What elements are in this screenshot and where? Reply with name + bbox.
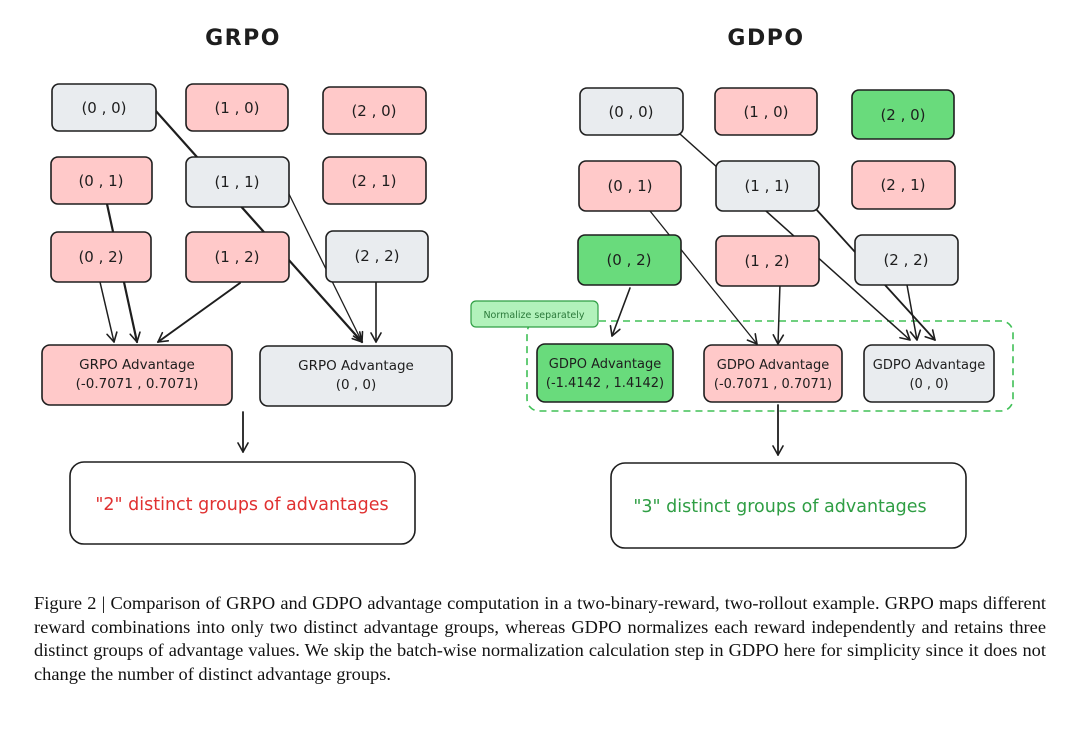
gdpo-advantage-box: GDPO Advantage (-0.7071 , 0.7071) xyxy=(703,344,843,403)
grpo-reward-label: (1 , 2) xyxy=(214,248,259,266)
gdpo-reward-box: (2 , 0) xyxy=(851,89,955,140)
grpo-reward-grid: (0 , 0) (1 , 0) (2 , 0) (0 , 1) (1 , 1) … xyxy=(50,83,429,283)
gdpo-panel: GDPO (0 , 0) (1 , 0) (2 , 0 xyxy=(470,26,1014,549)
gdpo-advantage-value: (0 , 0) xyxy=(909,377,948,392)
gdpo-advantage-box: GDPO Advantage (0 , 0) xyxy=(863,344,995,403)
figure-caption: Figure 2 | Comparison of GRPO and GDPO a… xyxy=(34,593,1046,684)
grpo-reward-box: (0 , 0) xyxy=(51,83,157,132)
grpo-reward-label: (2 , 0) xyxy=(351,102,396,120)
gdpo-arrow-22 xyxy=(906,284,922,341)
grpo-advantage-box: GRPO Advantage (0 , 0) xyxy=(259,345,453,407)
gdpo-result-text: "3" distinct groups of advantages xyxy=(633,497,926,517)
gdpo-advantage-value: (-0.7071 , 0.7071) xyxy=(714,377,832,392)
gdpo-advantage-name: GDPO Advantage xyxy=(549,357,661,372)
grpo-reward-label: (1 , 0) xyxy=(214,99,259,117)
gdpo-advantage-name: GDPO Advantage xyxy=(873,358,985,373)
gdpo-advantage-box: GDPO Advantage (-1.4142 , 1.4142) xyxy=(536,343,674,403)
grpo-arrows xyxy=(99,108,382,453)
grpo-arrow-00 xyxy=(153,108,364,344)
gdpo-reward-label: (0 , 1) xyxy=(607,177,652,195)
grpo-reward-box: (0 , 2) xyxy=(50,231,152,283)
gdpo-reward-label: (0 , 0) xyxy=(608,103,653,121)
gdpo-advantage-name: GDPO Advantage xyxy=(717,358,829,373)
grpo-reward-box: (1 , 2) xyxy=(185,231,290,283)
gdpo-reward-box: (1 , 2) xyxy=(715,235,820,287)
grpo-advantage-name: GRPO Advantage xyxy=(298,358,414,374)
gdpo-reward-label: (2 , 2) xyxy=(883,251,928,269)
grpo-reward-box: (1 , 0) xyxy=(185,83,289,132)
grpo-reward-box: (2 , 0) xyxy=(322,86,427,135)
gdpo-reward-box: (2 , 1) xyxy=(851,160,956,210)
gdpo-reward-label: (2 , 1) xyxy=(880,176,925,194)
normalize-label: Normalize separately xyxy=(470,300,599,328)
grpo-advantage-value: (0 , 0) xyxy=(336,377,377,393)
grpo-reward-box: (1 , 1) xyxy=(185,156,290,208)
normalize-frame xyxy=(526,320,1014,412)
grpo-reward-label: (0 , 0) xyxy=(81,99,126,117)
comparison-diagram: GRPO (0 , 0) (1 , 0) (2 , 0) xyxy=(41,26,1014,549)
grpo-reward-label: (0 , 2) xyxy=(78,248,123,266)
gdpo-reward-label: (1 , 0) xyxy=(743,103,788,121)
gdpo-reward-grid: (0 , 0) (1 , 0) (2 , 0) (0 , 1) (1 , 1) … xyxy=(577,87,959,287)
grpo-arrow-12 xyxy=(157,282,241,343)
gdpo-advantage-value: (-1.4142 , 1.4142) xyxy=(546,376,664,391)
grpo-title: GRPO xyxy=(205,26,281,51)
gdpo-reward-box: (1 , 0) xyxy=(714,87,818,136)
gdpo-reward-label: (1 , 1) xyxy=(744,177,789,195)
grpo-advantage-value: (-0.7071 , 0.7071) xyxy=(76,376,199,392)
grpo-arrow-02 xyxy=(99,281,118,343)
gdpo-reward-label: (0 , 2) xyxy=(606,251,651,269)
gdpo-title: GDPO xyxy=(727,26,804,51)
grpo-reward-label: (2 , 2) xyxy=(354,247,399,265)
gdpo-reward-box: (0 , 0) xyxy=(579,87,684,136)
gdpo-reward-label: (2 , 0) xyxy=(880,106,925,124)
grpo-result-text: "2" distinct groups of advantages xyxy=(95,495,388,515)
gdpo-result-box: "3" distinct groups of advantages xyxy=(610,462,967,549)
grpo-reward-label: (2 , 1) xyxy=(351,172,396,190)
gdpo-reward-box: (0 , 1) xyxy=(578,160,682,212)
grpo-panel: GRPO (0 , 0) (1 , 0) (2 , 0) xyxy=(41,26,453,545)
gdpo-reward-box: (2 , 2) xyxy=(854,234,959,286)
gdpo-arrow-01 xyxy=(649,210,758,345)
gdpo-reward-box: (0 , 2) xyxy=(577,234,682,286)
grpo-reward-box: (0 , 1) xyxy=(50,156,153,205)
gdpo-reward-label: (1 , 2) xyxy=(744,252,789,270)
grpo-advantage-name: GRPO Advantage xyxy=(79,357,195,373)
grpo-result-box: "2" distinct groups of advantages xyxy=(69,461,416,545)
grpo-reward-box: (2 , 2) xyxy=(325,230,429,283)
grpo-arrow-11 xyxy=(286,189,364,343)
gdpo-arrow-12 xyxy=(772,283,785,345)
gdpo-reward-box: (1 , 1) xyxy=(715,160,820,212)
gdpo-arrow-02 xyxy=(609,287,631,337)
grpo-reward-label: (0 , 1) xyxy=(78,172,123,190)
grpo-reward-label: (1 , 1) xyxy=(214,173,259,191)
grpo-advantage-box: GRPO Advantage (-0.7071 , 0.7071) xyxy=(41,344,233,406)
normalize-label-text: Normalize separately xyxy=(483,310,584,321)
grpo-reward-box: (2 , 1) xyxy=(322,156,427,205)
